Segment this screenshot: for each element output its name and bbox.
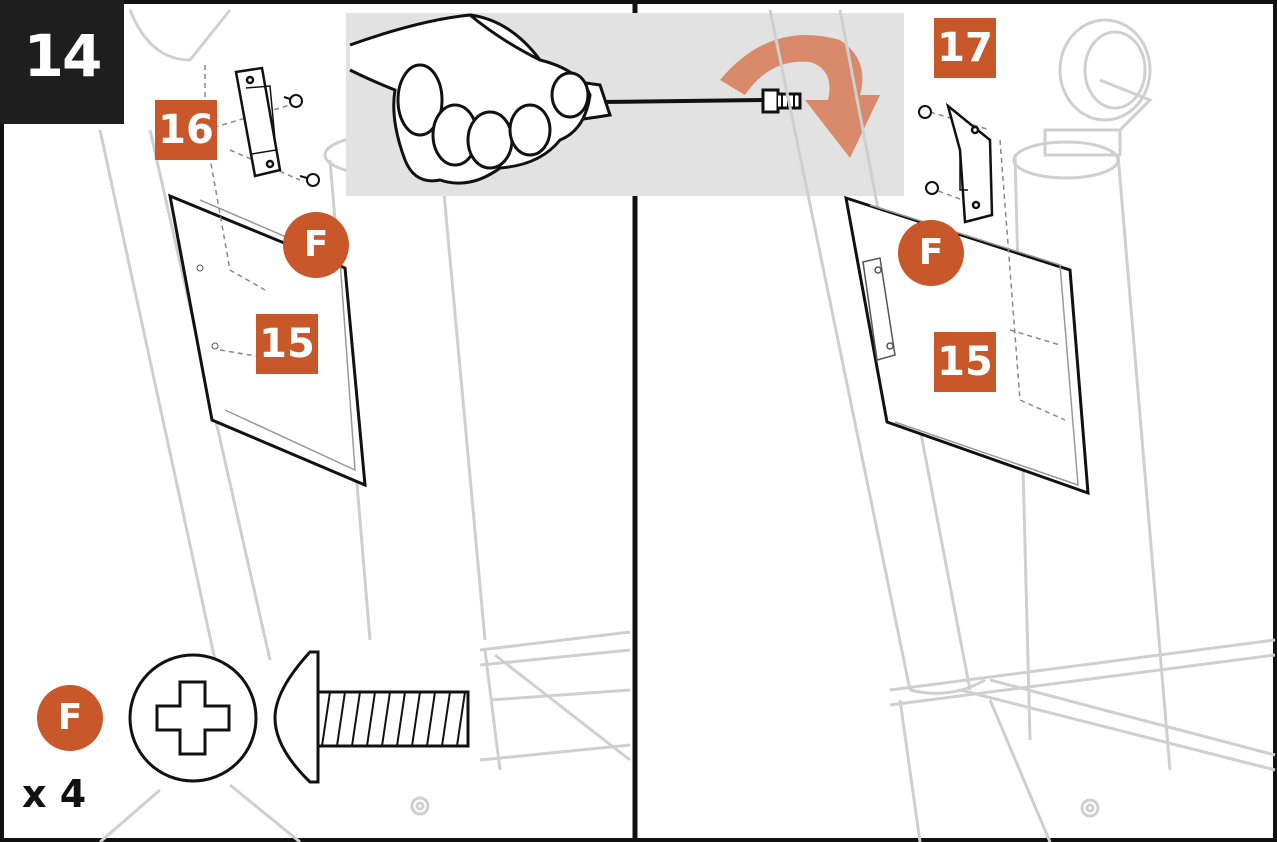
hardware-quantity: x 4 xyxy=(22,772,87,816)
step-number: 14 xyxy=(23,22,103,90)
part-tag-17: 17 xyxy=(934,18,996,78)
screw-tag-f-left: F xyxy=(283,212,349,278)
phillips-screw-icon xyxy=(128,650,470,784)
bracket-17 xyxy=(945,102,994,224)
screwdriver-icon xyxy=(349,13,802,185)
left-screws xyxy=(283,94,320,187)
part-tag-16: 16 xyxy=(155,100,217,160)
hardware-tag-f: F xyxy=(37,685,103,751)
right-mounted-bracket xyxy=(862,257,896,361)
part-tag-15-right: 15 xyxy=(934,332,996,392)
rotate-arrow-icon xyxy=(720,35,880,158)
right-screws xyxy=(918,105,939,195)
bracket-16 xyxy=(234,66,282,178)
part-tag-15-left: 15 xyxy=(256,314,318,374)
step-number-box: 14 xyxy=(0,0,124,124)
screw-tag-f-right: F xyxy=(898,220,964,286)
